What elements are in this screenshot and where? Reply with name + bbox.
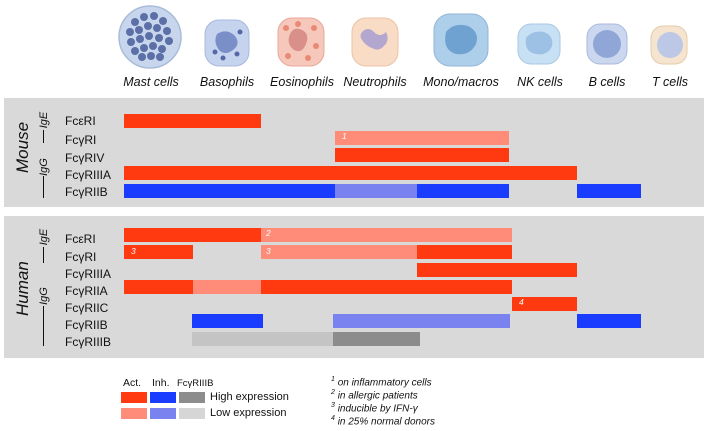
basophil-icon bbox=[204, 19, 250, 67]
footnote-1: 1 on inflammatory cells bbox=[331, 376, 432, 389]
mouse-row-label-fcgr2b: FcγRIIB bbox=[65, 185, 108, 199]
mouse-row-label-fcgr3a: FcγRIIIA bbox=[65, 168, 112, 182]
expression-bar bbox=[417, 184, 509, 198]
expression-bar bbox=[577, 184, 641, 198]
footnote-marker: 3 bbox=[131, 246, 136, 256]
human-igg-class-label: IgG bbox=[38, 287, 50, 305]
mouse-ige-class-label: IgE bbox=[38, 111, 50, 129]
legend-high-label: High expression bbox=[210, 391, 289, 403]
human-ige-class-label: IgE bbox=[38, 228, 50, 246]
footnote-4: 4 in 25% normal donors bbox=[331, 415, 435, 428]
footnote-marker: 4 bbox=[519, 297, 524, 307]
footnote-marker: 3 bbox=[266, 246, 271, 256]
t-cell-icon bbox=[650, 25, 688, 65]
mouse-row-label-fcgr1: FcγRI bbox=[65, 133, 97, 147]
expression-bar bbox=[417, 245, 512, 259]
footnote-3: 3 inducible by IFN-γ bbox=[331, 402, 418, 415]
expression-bar bbox=[124, 166, 577, 180]
human-row-label-fcgr3a: FcγRIIIA bbox=[65, 267, 112, 281]
footnote-2: 2 in allergic patients bbox=[331, 389, 418, 402]
human-igg-bracket-line bbox=[43, 306, 44, 346]
expression-bar bbox=[124, 114, 261, 128]
legend-inh-header: Inh. bbox=[152, 377, 170, 389]
expression-bar bbox=[124, 280, 193, 294]
nk-cell-icon bbox=[517, 23, 561, 65]
mouse-igg-bracket-line bbox=[43, 176, 44, 198]
legend-act-header: Act. bbox=[123, 377, 142, 389]
legend-swatch-inh-high bbox=[150, 392, 176, 403]
legend-swatch-act-high bbox=[121, 392, 147, 403]
cell-label-t: T cells bbox=[651, 75, 689, 89]
neutrophil-icon bbox=[351, 17, 399, 67]
expression-bar bbox=[333, 314, 510, 328]
cell-label-eosinophil: Eosinophils bbox=[270, 75, 334, 89]
legend-swatch-act-low bbox=[121, 408, 147, 419]
expression-bar bbox=[335, 148, 509, 162]
cell-label-basophil: Basophils bbox=[199, 75, 255, 89]
expression-bar bbox=[335, 184, 417, 198]
human-row-label-fcgr2c: FcγRIIC bbox=[65, 301, 109, 315]
human-species-label: Human bbox=[13, 261, 32, 316]
human-row-label-fcgr2b: FcγRIIB bbox=[65, 318, 108, 332]
expression-bar bbox=[192, 332, 333, 346]
cell-label-monocyte: Mono/macros bbox=[423, 75, 499, 89]
expression-bar bbox=[577, 314, 641, 328]
b-cell-icon bbox=[586, 23, 628, 65]
expression-bar bbox=[333, 332, 420, 346]
mouse-row-label-fcer1: FcεRI bbox=[65, 114, 96, 128]
expression-bar bbox=[124, 184, 335, 198]
expression-bar bbox=[192, 314, 263, 328]
cell-label-nk: NK cells bbox=[517, 75, 563, 89]
human-row-label-fcer1: FcεRI bbox=[65, 232, 96, 246]
human-row-label-fcgr2a: FcγRIIA bbox=[65, 284, 108, 298]
legend-swatch-fc3b-low bbox=[179, 408, 205, 419]
legend-swatch-inh-low bbox=[150, 408, 176, 419]
cell-label-mast: Mast cells bbox=[123, 75, 179, 89]
legend-low-label: Low expression bbox=[210, 407, 287, 419]
expression-bar bbox=[417, 263, 577, 277]
human-row-label-fcgr3b: FcγRIIIB bbox=[65, 335, 112, 349]
expression-bar bbox=[335, 131, 509, 145]
footnote-marker: 1 bbox=[342, 131, 347, 141]
expression-bar bbox=[261, 280, 512, 294]
legend-fc3b-header: FcγRIIIB bbox=[177, 378, 214, 389]
footnote-marker: 2 bbox=[266, 228, 271, 238]
mouse-ige-bracket-line bbox=[43, 130, 44, 143]
mouse-igg-class-label: IgG bbox=[38, 158, 50, 176]
mast-cell-icon bbox=[118, 5, 182, 69]
mouse-row-label-fcgr4: FcγRIV bbox=[65, 151, 105, 165]
expression-bar bbox=[124, 245, 193, 259]
expression-bar bbox=[193, 280, 261, 294]
expression-bar bbox=[124, 228, 261, 242]
eosinophil-icon bbox=[277, 17, 325, 67]
expression-bar bbox=[261, 228, 512, 242]
legend-swatch-fc3b-high bbox=[179, 392, 205, 403]
expression-bar bbox=[512, 297, 577, 311]
monocyte-icon bbox=[433, 13, 489, 67]
cell-label-b: B cells bbox=[588, 75, 626, 89]
expression-bar bbox=[261, 245, 417, 259]
human-row-label-fcgr1: FcγRI bbox=[65, 250, 97, 264]
cell-label-neutrophil: Neutrophils bbox=[343, 75, 407, 89]
mouse-species-label: Mouse bbox=[13, 121, 32, 173]
human-ige-bracket-line bbox=[43, 247, 44, 263]
